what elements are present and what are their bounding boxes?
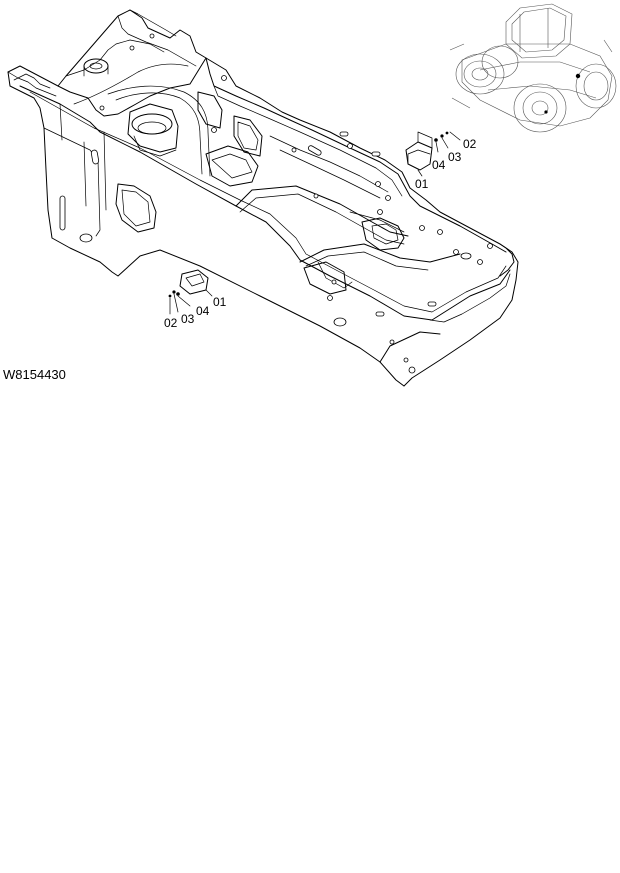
frame-holes (59, 33, 493, 374)
callout-right-02: 02 (463, 137, 477, 151)
callout-right-04: 04 (432, 158, 446, 172)
callout-left-01: 01 (213, 295, 227, 309)
bolt-02-right (445, 131, 449, 135)
bracket-assembly-right (405, 131, 461, 177)
figure-id-label: W8154430 (3, 367, 66, 382)
washer-03-right (440, 134, 444, 138)
callout-right-03: 03 (448, 150, 462, 164)
bolt-02-left (168, 294, 172, 298)
callout-left-04: 04 (196, 304, 210, 318)
chassis-frame (7, 9, 519, 387)
callout-left-03: 03 (181, 312, 195, 326)
callout-left-02: 02 (164, 316, 178, 330)
bracket-part-right (405, 141, 433, 171)
washer-04-right (434, 138, 438, 142)
callout-right-01: 01 (415, 177, 429, 191)
bracket-assembly-left (168, 269, 213, 315)
washer-04-left (176, 292, 180, 296)
washer-03-left (172, 290, 176, 294)
machine-location-thumbnail (449, 3, 617, 133)
